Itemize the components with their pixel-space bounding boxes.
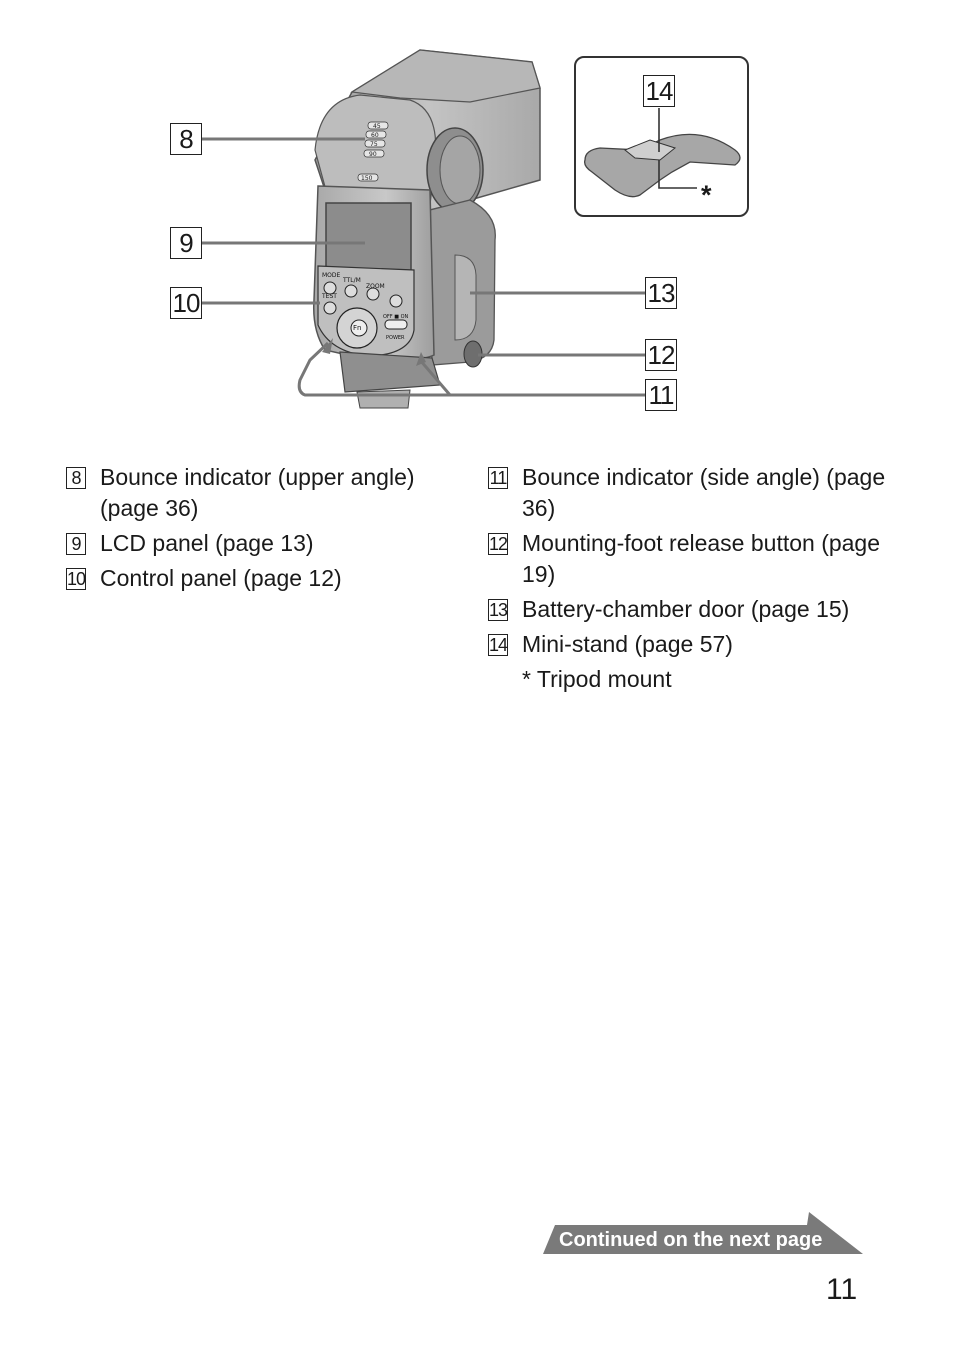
scale-75: 75: [370, 141, 378, 148]
legend-item: 13 Battery-chamber door (page 15): [488, 594, 888, 625]
legend-number: 13: [488, 599, 508, 621]
legend-item: 9 LCD panel (page 13): [66, 528, 456, 559]
continued-text: Continued on the next page: [559, 1228, 822, 1252]
legend-item: 11 Bounce indicator (side angle) (page 3…: [488, 462, 888, 524]
legend-text: Control panel (page 12): [100, 563, 456, 594]
test-button[interactable]: [324, 302, 336, 314]
legend-text: Mounting-foot release button (page 19): [522, 528, 888, 590]
scale-150: 150: [361, 175, 373, 182]
callout-13: 13: [645, 277, 677, 309]
mode-label: MODE: [322, 272, 341, 279]
battery-chamber-door: [455, 255, 476, 340]
power-label: POWER: [386, 335, 405, 341]
legend-item: 10 Control panel (page 12): [66, 563, 456, 594]
scale-60: 60: [371, 132, 379, 139]
legend-number: 10: [66, 568, 86, 590]
tripod-mount-note: * Tripod mount: [522, 664, 888, 695]
legend-text: Bounce indicator (side angle) (page 36): [522, 462, 888, 524]
flash-unit-illustration: 45 60 75 90 150 MODE TTL/M ZOOM TEST: [0, 0, 954, 430]
callout-10: 10: [170, 287, 202, 319]
off-on-label: OFF ■ ON: [383, 314, 409, 320]
flash-unit-figure: 45 60 75 90 150 MODE TTL/M ZOOM TEST: [0, 0, 954, 430]
ttlm-label: TTL/M: [342, 277, 361, 284]
legend-number: 11: [488, 467, 508, 489]
legend-number: 9: [66, 533, 86, 555]
legend-right-column: 11 Bounce indicator (side angle) (page 3…: [488, 462, 888, 695]
ttlm-button[interactable]: [345, 285, 357, 297]
legend-item: 12 Mounting-foot release button (page 19…: [488, 528, 888, 590]
dial-button[interactable]: [390, 295, 402, 307]
scale-90: 90: [369, 151, 377, 158]
legend-number: 8: [66, 467, 86, 489]
callout-8: 8: [170, 123, 202, 155]
legend-item: 14 Mini-stand (page 57): [488, 629, 888, 660]
callout-14: 14: [643, 75, 675, 107]
legend-item: 8 Bounce indicator (upper angle) (page 3…: [66, 462, 456, 524]
legend-text: Battery-chamber door (page 15): [522, 594, 888, 625]
tripod-mount-asterisk: *: [701, 180, 712, 210]
zoom-button[interactable]: [367, 288, 379, 300]
callout-12: 12: [645, 339, 677, 371]
callout-11: 11: [645, 379, 677, 411]
scale-45: 45: [373, 123, 381, 130]
legend-text: Mini-stand (page 57): [522, 629, 888, 660]
mode-button[interactable]: [324, 282, 336, 294]
legend-number: 12: [488, 533, 508, 555]
legend-text: LCD panel (page 13): [100, 528, 456, 559]
callout-9: 9: [170, 227, 202, 259]
page-number: 11: [826, 1272, 857, 1308]
fn-label: Fn: [353, 324, 361, 332]
legend-left-column: 8 Bounce indicator (upper angle) (page 3…: [66, 462, 456, 598]
legend-text: Bounce indicator (upper angle) (page 36): [100, 462, 456, 524]
control-panel: MODE TTL/M ZOOM TEST Fn OFF ■ ON POWER: [318, 266, 414, 356]
legend-number: 14: [488, 634, 508, 656]
continued-banner: Continued on the next page: [543, 1212, 863, 1256]
power-switch[interactable]: [385, 320, 407, 329]
